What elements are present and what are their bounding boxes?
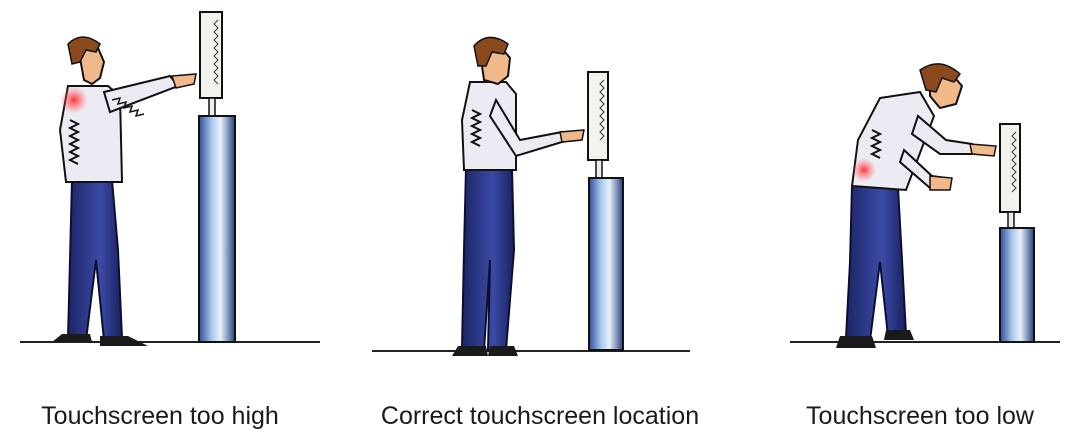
- strain-highlight: [852, 158, 876, 182]
- touchscreen-kiosk-icon: [588, 72, 623, 350]
- strain-highlight: [60, 86, 88, 114]
- person-bending-down-icon: [836, 64, 996, 348]
- person-reaching-up-icon: [52, 37, 196, 346]
- caption-too-low: Touchscreen too low: [806, 402, 1034, 431]
- touchscreen-kiosk-icon: [199, 12, 235, 342]
- person-standing-icon: [452, 37, 584, 356]
- panel-correct: [372, 37, 690, 356]
- caption-too-high: Touchscreen too high: [41, 402, 279, 431]
- panel-too-high: [20, 12, 320, 346]
- caption-correct-location: Correct touchscreen location: [381, 402, 699, 431]
- touchscreen-kiosk-icon: [1000, 124, 1034, 342]
- panel-too-low: [790, 64, 1060, 348]
